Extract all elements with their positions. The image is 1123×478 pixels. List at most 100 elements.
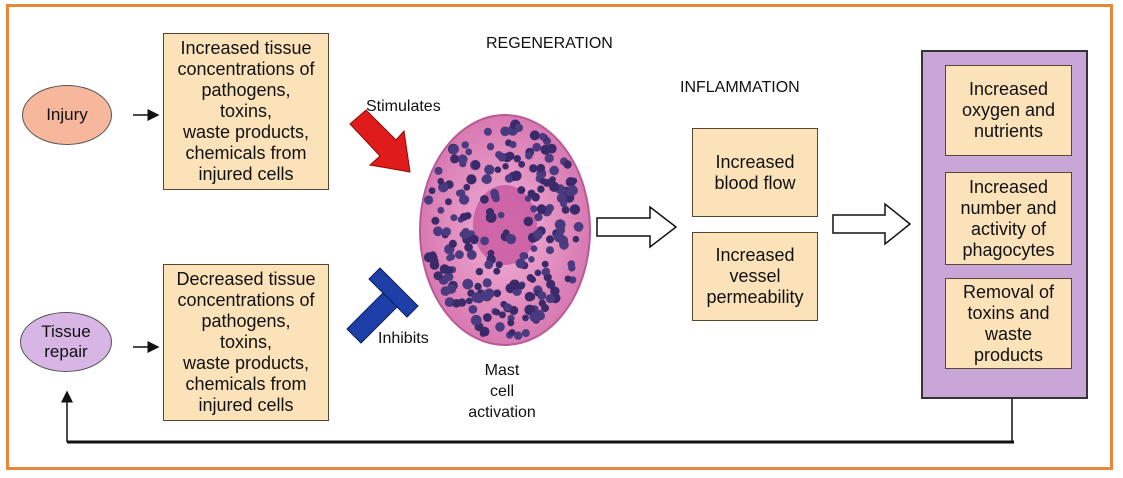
granule xyxy=(544,153,554,163)
granule xyxy=(430,256,439,266)
granule xyxy=(513,155,521,163)
granule xyxy=(550,286,560,296)
granule xyxy=(509,141,517,149)
granule xyxy=(564,275,572,283)
injury-oval: Injury xyxy=(22,85,112,145)
granule xyxy=(517,186,526,195)
granule xyxy=(524,291,535,302)
granule xyxy=(445,198,452,206)
inflammation-to-outcomes-arrow xyxy=(832,202,912,246)
granule xyxy=(475,267,484,276)
granule xyxy=(529,311,541,323)
granule xyxy=(497,211,505,219)
granule xyxy=(484,164,495,175)
granule xyxy=(462,278,474,290)
granule xyxy=(464,243,473,252)
granule xyxy=(542,267,551,276)
granule xyxy=(528,255,535,263)
granule xyxy=(448,239,457,248)
granule xyxy=(514,331,523,340)
granule xyxy=(546,279,556,289)
diagram-frame xyxy=(6,4,1113,470)
granule xyxy=(480,290,491,301)
granule xyxy=(546,235,554,244)
granule xyxy=(521,329,530,338)
granule xyxy=(572,235,580,243)
granule xyxy=(446,254,453,262)
granule xyxy=(438,182,449,193)
granule xyxy=(483,313,492,322)
granule xyxy=(429,251,437,259)
increased-phagocytes-box: Increased number and activity of phagocy… xyxy=(945,172,1072,265)
granule xyxy=(465,148,473,156)
tissue-repair-oval: Tissue repair xyxy=(20,312,112,372)
granule xyxy=(464,212,472,220)
granule xyxy=(556,193,567,204)
granule xyxy=(466,249,477,260)
granule xyxy=(428,187,436,195)
granule xyxy=(523,216,534,227)
granule xyxy=(537,291,547,300)
granule xyxy=(573,221,584,232)
granule xyxy=(509,305,519,315)
granule xyxy=(456,189,463,197)
granule xyxy=(471,160,481,169)
granule xyxy=(534,269,542,277)
granule xyxy=(434,166,443,175)
granule xyxy=(487,249,495,257)
granule xyxy=(445,266,454,274)
granule xyxy=(536,204,547,215)
granule xyxy=(431,216,440,225)
granule xyxy=(490,191,500,200)
granule xyxy=(482,278,492,288)
granule xyxy=(481,174,492,185)
granule xyxy=(546,246,554,255)
granule xyxy=(502,163,509,170)
granule xyxy=(437,177,445,185)
granule xyxy=(449,144,459,155)
granule xyxy=(486,142,495,151)
granule xyxy=(465,297,473,305)
granule xyxy=(525,151,533,160)
granule xyxy=(461,141,469,149)
granule xyxy=(549,176,556,184)
granule xyxy=(474,282,482,291)
granule xyxy=(530,205,538,213)
granule xyxy=(495,151,503,159)
granule xyxy=(514,123,524,132)
granule xyxy=(532,142,542,152)
decreased-concentrations-box: Decreased tissue concentrations of patho… xyxy=(163,264,329,421)
stimulates-arrow xyxy=(349,109,411,173)
granule xyxy=(494,166,502,173)
inhibits-label: Inhibits xyxy=(378,330,429,347)
heading-inflammation: INFLAMMATION xyxy=(680,79,800,96)
granule xyxy=(493,309,501,316)
granule xyxy=(556,227,565,236)
cell-to-inflammation-arrow xyxy=(596,205,678,249)
granule xyxy=(495,322,505,332)
granule xyxy=(522,314,529,322)
granule xyxy=(508,329,516,336)
granule xyxy=(511,170,522,181)
granule xyxy=(526,274,535,282)
granule xyxy=(531,192,540,202)
granule xyxy=(471,292,482,303)
granule xyxy=(569,204,581,215)
granule xyxy=(452,299,461,308)
granule xyxy=(507,319,515,327)
granule xyxy=(538,132,547,141)
granule xyxy=(505,151,515,161)
granule xyxy=(493,267,501,275)
granule xyxy=(479,326,490,337)
stimulates-label: Stimulates xyxy=(366,98,441,115)
granule xyxy=(565,177,576,187)
granule xyxy=(437,206,445,214)
granule xyxy=(503,303,512,312)
granule xyxy=(543,178,551,187)
granule xyxy=(433,271,443,281)
granule xyxy=(536,163,546,173)
granule xyxy=(533,229,543,240)
granule xyxy=(500,126,510,137)
granule xyxy=(484,260,494,270)
